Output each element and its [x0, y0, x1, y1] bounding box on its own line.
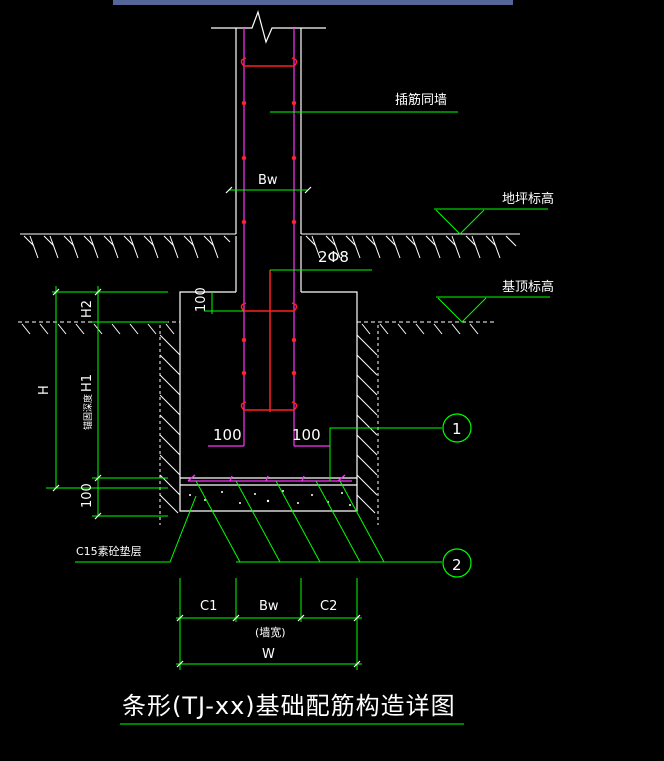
label-h2: H2 [80, 300, 95, 318]
dimension-lines [46, 111, 550, 725]
label-hook-left: 100 [213, 426, 242, 444]
label-h1: H1 [80, 374, 95, 392]
label-c2: C2 [320, 599, 337, 614]
label-w: W [262, 647, 275, 662]
ground-line-hatch [20, 233, 520, 259]
top-toolbar-strip [113, 0, 513, 5]
stirrups [240, 57, 298, 412]
label-dim-100-bottom: 100 [80, 483, 95, 508]
bottom-bar-ticks [187, 474, 346, 482]
label-dowel-wall: 插筋同墙 [395, 92, 447, 108]
drawing-title: 条形(TJ-xx)基础配筋构造详图 [122, 692, 456, 720]
dimension-ticks [52, 186, 361, 668]
label-wall-width: (墙宽) [255, 625, 286, 639]
label-ground-level: 地坪标高 [502, 191, 554, 207]
label-anchor-depth: 锚固深度 [82, 394, 94, 430]
label-hook-right: 100 [292, 426, 321, 444]
label-bw-lower: Bw [259, 599, 279, 614]
c15-cushion-layer [189, 490, 351, 506]
label-dim-100-top: 100 [194, 287, 209, 312]
label-foundation-top: 基顶标高 [502, 279, 554, 295]
wall-dowel-rebars [188, 28, 352, 482]
label-rebar-2phi8: 2Φ8 [318, 248, 349, 266]
foundation-outline [179, 291, 358, 512]
callout-2-label: 2 [452, 556, 462, 574]
callout-2-circle [442, 548, 472, 578]
label-h: H [37, 385, 52, 395]
label-c1: C1 [200, 599, 217, 614]
wall-outline [211, 10, 326, 292]
label-c15-cushion: C15素砼垫层 [76, 544, 142, 558]
callout-1-circle [442, 413, 472, 443]
excavation-hatch [18, 321, 494, 525]
callout-1-label: 1 [452, 420, 462, 438]
label-bw-upper: Bw [258, 173, 278, 188]
